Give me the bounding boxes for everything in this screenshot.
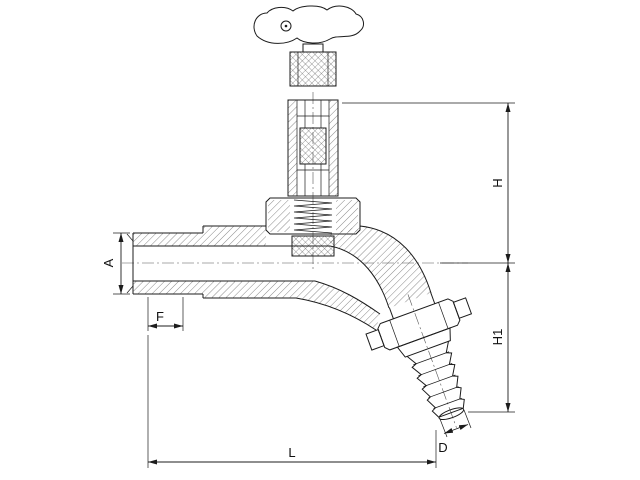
bonnet [265, 197, 361, 235]
dim-L: L [147, 335, 437, 468]
hose-barb [406, 341, 465, 421]
valve-stem [287, 99, 339, 197]
elbow-outer-curve [359, 225, 432, 294]
handle-neck [302, 43, 324, 53]
union-nut-lug-left [365, 329, 385, 351]
union-nut-lug-right [452, 297, 473, 319]
dim-F: F [147, 297, 184, 331]
dim-D: D [438, 409, 472, 455]
thread-section-zigzag [293, 199, 333, 234]
dim-H: H [342, 102, 515, 264]
dim-label-L: L [288, 445, 295, 460]
dim-label-H: H [490, 178, 505, 187]
inlet-spout [126, 232, 203, 295]
dim-label-F: F [156, 309, 164, 324]
union-nut [365, 297, 473, 351]
drawing-root: A F H H1 [101, 5, 515, 468]
dimensions: A F H H1 [101, 102, 515, 468]
dim-label-A: A [101, 258, 116, 267]
dim-label-D: D [438, 440, 447, 455]
elbow-inner-curve [329, 245, 390, 309]
tap-handle [253, 5, 364, 53]
handle-nut-knurled [289, 51, 337, 87]
outlet-opening [438, 407, 465, 421]
handle-screw-boss [280, 20, 292, 32]
dim-label-H1: H1 [490, 329, 505, 346]
tap-body [126, 225, 432, 331]
dim-H1: H1 [468, 263, 515, 413]
outlet-spout [365, 292, 473, 428]
spindle-square-section [299, 127, 327, 165]
dim-A: A [101, 232, 130, 295]
outlet-collar [396, 327, 451, 358]
